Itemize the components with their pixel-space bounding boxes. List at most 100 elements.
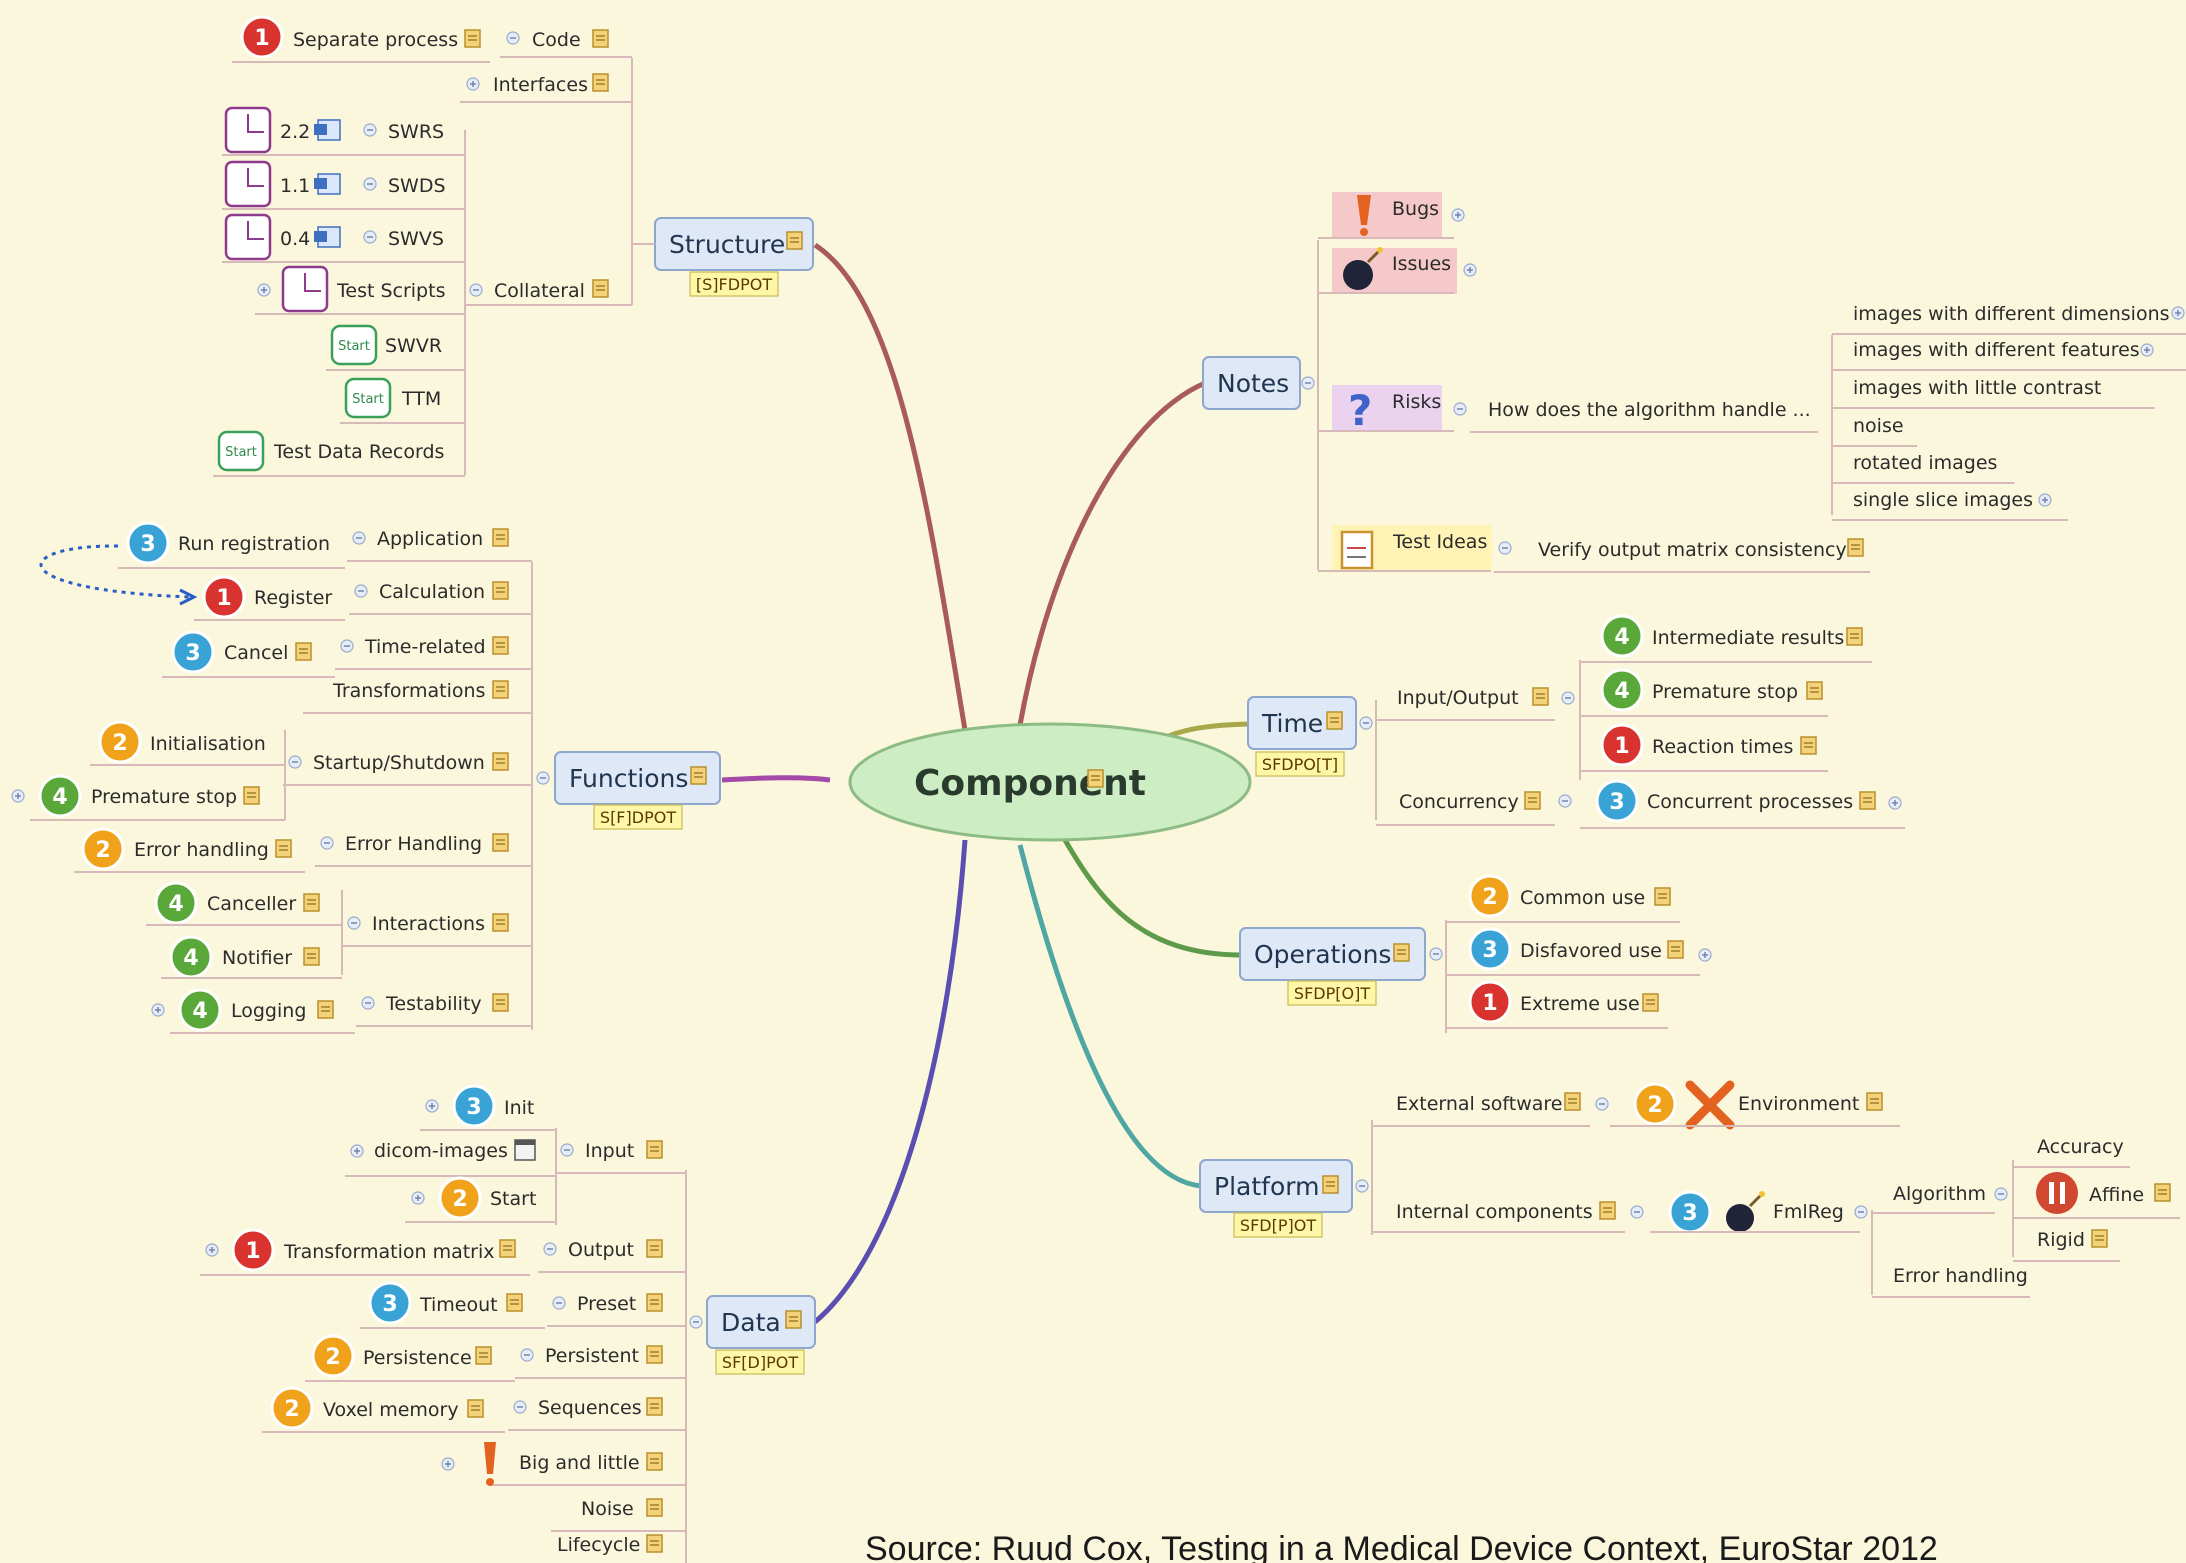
note-icon[interactable]: [646, 1345, 663, 1364]
expand-icon[interactable]: [2038, 493, 2052, 507]
collapse-icon[interactable]: [1355, 1179, 1369, 1193]
collapse-icon[interactable]: [513, 1400, 527, 1414]
expand-icon[interactable]: [257, 283, 271, 297]
expand-icon[interactable]: [1888, 796, 1902, 810]
expand-icon[interactable]: [1463, 263, 1477, 277]
collapse-icon[interactable]: [1595, 1097, 1609, 1111]
branch-operations[interactable]: Operations: [1239, 927, 1426, 981]
collapse-icon[interactable]: [1561, 691, 1575, 705]
note-icon[interactable]: [475, 1346, 492, 1365]
collapse-icon[interactable]: [347, 916, 361, 930]
collapse-icon[interactable]: [560, 1143, 574, 1157]
note-icon[interactable]: [1667, 940, 1684, 959]
note-icon[interactable]: [492, 581, 509, 600]
note-icon[interactable]: [492, 913, 509, 932]
note-icon[interactable]: [1846, 627, 1863, 646]
collapse-icon[interactable]: [354, 584, 368, 598]
expand-icon[interactable]: [1451, 208, 1465, 222]
expand-icon[interactable]: [2140, 343, 2154, 357]
note-icon[interactable]: [646, 1534, 663, 1553]
note-icon[interactable]: [2154, 1183, 2171, 1202]
note-icon[interactable]: [243, 786, 260, 805]
branch-structure[interactable]: Structure: [654, 217, 814, 271]
branch-notes[interactable]: Notes: [1202, 356, 1301, 410]
collapse-icon[interactable]: [469, 283, 483, 297]
note-icon[interactable]: [1800, 736, 1817, 755]
note-icon[interactable]: [1866, 1092, 1883, 1111]
expand-icon[interactable]: [151, 1003, 165, 1017]
expand-icon[interactable]: [466, 77, 480, 91]
note-icon[interactable]: [2091, 1229, 2108, 1248]
collapse-icon[interactable]: [363, 230, 377, 244]
word-doc-icon[interactable]: [314, 226, 341, 248]
note-icon[interactable]: [1393, 943, 1410, 962]
note-icon[interactable]: [275, 839, 292, 858]
note-icon[interactable]: [506, 1293, 523, 1312]
collapse-icon[interactable]: [288, 755, 302, 769]
branch-platform[interactable]: Platform: [1199, 1159, 1353, 1213]
collapse-icon[interactable]: [536, 771, 550, 785]
collapse-icon[interactable]: [552, 1296, 566, 1310]
note-icon[interactable]: [303, 947, 320, 966]
note-icon[interactable]: [1847, 538, 1864, 557]
note-icon[interactable]: [1564, 1092, 1581, 1111]
expand-icon[interactable]: [425, 1099, 439, 1113]
note-icon[interactable]: [1859, 791, 1876, 810]
expand-icon[interactable]: [350, 1144, 364, 1158]
collapse-icon[interactable]: [1498, 541, 1512, 555]
expand-icon[interactable]: [441, 1457, 455, 1471]
note-icon[interactable]: [1806, 681, 1823, 700]
collapse-icon[interactable]: [363, 123, 377, 137]
note-icon[interactable]: [467, 1399, 484, 1418]
note-icon[interactable]: [786, 231, 803, 250]
collapse-icon[interactable]: [352, 531, 366, 545]
expand-icon[interactable]: [11, 789, 25, 803]
note-icon[interactable]: [646, 1293, 663, 1312]
note-icon[interactable]: [464, 29, 481, 48]
collapse-icon[interactable]: [1453, 402, 1467, 416]
branch-data[interactable]: Data: [706, 1295, 816, 1349]
note-icon[interactable]: [1532, 687, 1549, 706]
note-icon[interactable]: [1087, 769, 1104, 788]
word-doc-icon[interactable]: [314, 119, 341, 141]
collapse-icon[interactable]: [363, 177, 377, 191]
note-icon[interactable]: [1599, 1201, 1616, 1220]
word-doc-icon[interactable]: [314, 173, 341, 195]
collapse-icon[interactable]: [340, 639, 354, 653]
collapse-icon[interactable]: [1429, 947, 1443, 961]
note-icon[interactable]: [492, 752, 509, 771]
branch-functions[interactable]: Functions: [554, 751, 721, 805]
note-icon[interactable]: [492, 680, 509, 699]
note-icon[interactable]: [492, 636, 509, 655]
note-icon[interactable]: [690, 766, 707, 785]
expand-icon[interactable]: [1698, 948, 1712, 962]
expand-icon[interactable]: [411, 1191, 425, 1205]
note-icon[interactable]: [317, 1000, 334, 1019]
note-icon[interactable]: [646, 1397, 663, 1416]
expand-icon[interactable]: [2171, 306, 2185, 320]
collapse-icon[interactable]: [1558, 794, 1572, 808]
collapse-icon[interactable]: [520, 1348, 534, 1362]
collapse-icon[interactable]: [361, 996, 375, 1010]
note-icon[interactable]: [492, 833, 509, 852]
expand-icon[interactable]: [205, 1243, 219, 1257]
note-icon[interactable]: [1322, 1175, 1339, 1194]
collapse-icon[interactable]: [1994, 1187, 2008, 1201]
collapse-icon[interactable]: [320, 836, 334, 850]
note-icon[interactable]: [592, 73, 609, 92]
collapse-icon[interactable]: [1301, 376, 1315, 390]
note-icon[interactable]: [646, 1452, 663, 1471]
note-icon[interactable]: [1326, 711, 1343, 730]
branch-time[interactable]: Time: [1247, 696, 1357, 750]
note-icon[interactable]: [785, 1310, 802, 1329]
collapse-icon[interactable]: [1630, 1205, 1644, 1219]
note-icon[interactable]: [1642, 993, 1659, 1012]
note-icon[interactable]: [1654, 887, 1671, 906]
collapse-icon[interactable]: [506, 31, 520, 45]
note-icon[interactable]: [646, 1498, 663, 1517]
note-icon[interactable]: [492, 528, 509, 547]
collapse-icon[interactable]: [1359, 716, 1373, 730]
collapse-icon[interactable]: [689, 1315, 703, 1329]
note-icon[interactable]: [303, 893, 320, 912]
note-icon[interactable]: [646, 1239, 663, 1258]
